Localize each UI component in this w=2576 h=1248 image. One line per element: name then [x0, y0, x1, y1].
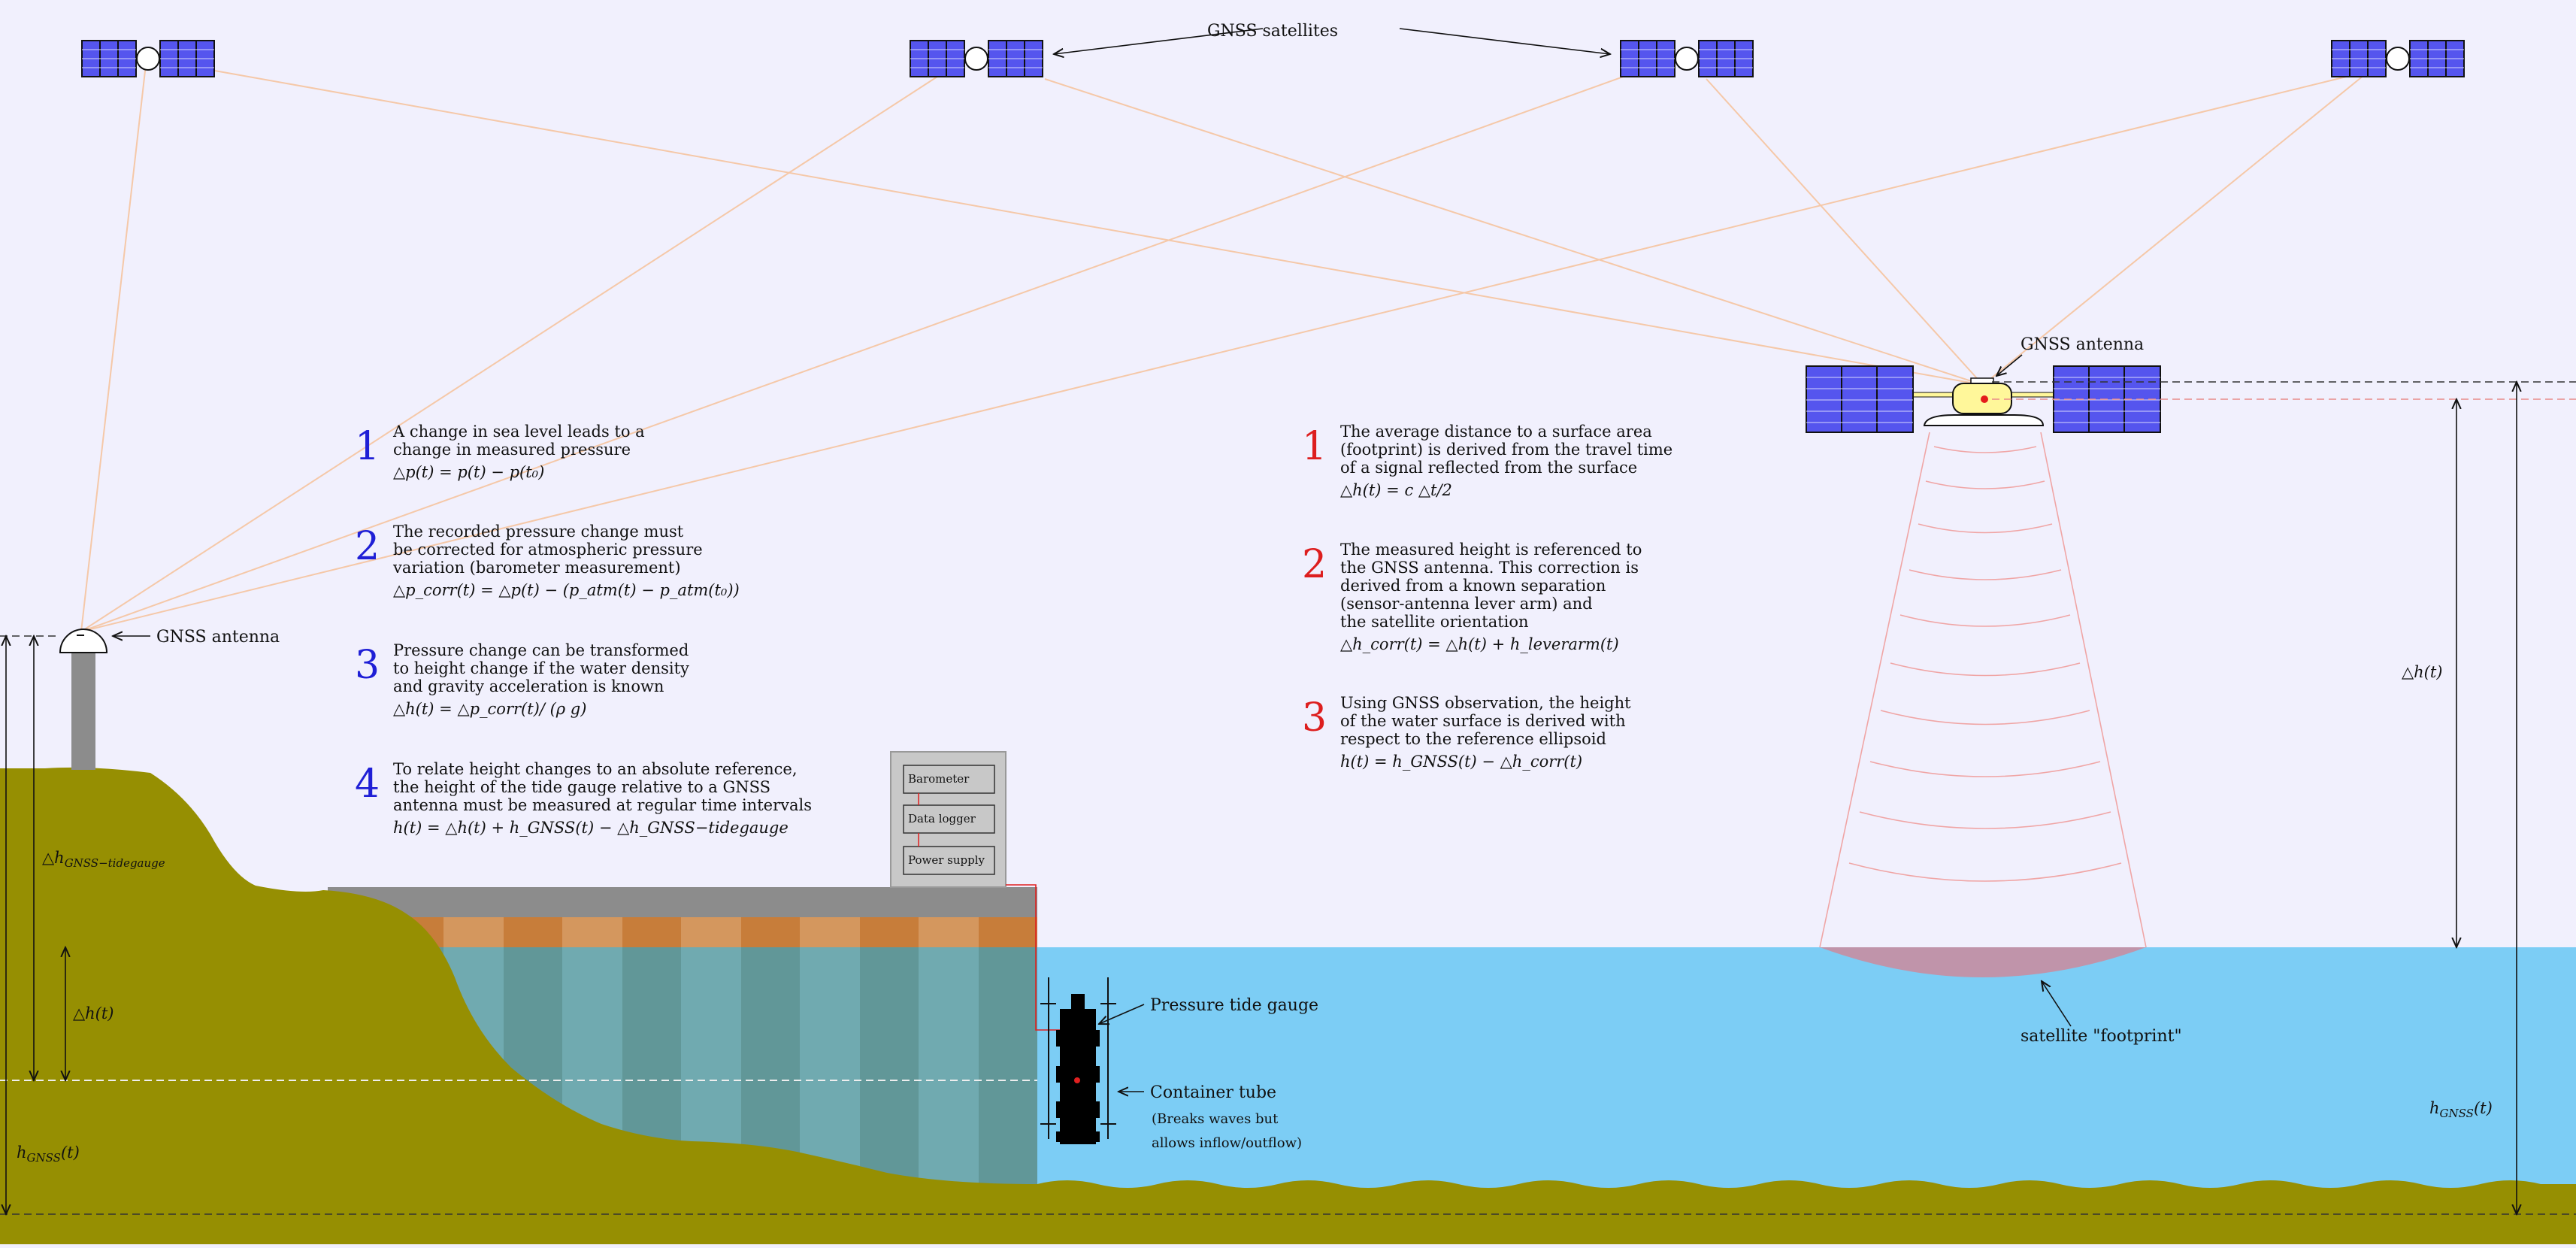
altimetry-satellite-icon [1806, 365, 2161, 433]
step-text-line: the GNSS antenna. This correction is [1340, 559, 1639, 577]
h-gnss-right-label: hGNSS(t) [2429, 1099, 2493, 1120]
tide-gauge-steps: 1 A change in sea level leads to achange … [355, 423, 812, 837]
step-number: 1 [1302, 424, 1327, 469]
step-text-line: and gravity acceleration is known [393, 677, 664, 695]
equipment-box [890, 751, 1067, 1031]
satellite-footprint-arrow [2042, 981, 2072, 1027]
dh-left-label: △h(t) [73, 1004, 114, 1022]
step-text-line: the height of the tide gauge relative to… [393, 778, 770, 796]
gnss-antenna-sat-arrow [1996, 354, 2023, 376]
step-equation: h(t) = h_GNSS(t) − △h_corr(t) [1340, 753, 1582, 771]
gnss-satellites-arrow-left [1054, 28, 1264, 54]
step-number: 2 [1302, 542, 1327, 587]
step-text-line: A change in sea level leads to a [392, 423, 645, 441]
land-gnss-antenna-icon [59, 629, 108, 770]
step-text-line: The measured height is referenced to [1340, 541, 1642, 559]
container-note-line-2: allows inflow/outflow) [1152, 1135, 1302, 1151]
step-text-line: of the water surface is derived with [1340, 712, 1626, 730]
step-text-line: be corrected for atmospheric pressure [393, 541, 703, 559]
h-gnss-left-label: hGNSS(t) [17, 1143, 80, 1165]
pressure-tide-gauge-arrow [1099, 1004, 1145, 1024]
step-text-line: (footprint) is derived from the travel t… [1340, 441, 1672, 459]
step-text-line: derived from a known separation [1340, 577, 1606, 595]
coastline-land [0, 767, 1037, 1244]
dh-gnss-tidegauge-label: △hGNSS−tidegauge [42, 849, 165, 870]
radar-beam-cone [1819, 432, 2147, 948]
step-text-line: The recorded pressure change must [393, 523, 684, 541]
gnss-satellites-arrow-right [1399, 28, 1610, 54]
satellite-footprint-area [1820, 947, 2146, 977]
step-text-line: To relate height changes to an absolute … [393, 760, 798, 778]
step-equation: h(t) = △h(t) + h_GNSS(t) − △h_GNSS−tideg… [393, 819, 789, 837]
step-number: 2 [355, 524, 380, 569]
data-logger-label: Data logger [908, 812, 976, 825]
step-text-line: Pressure change can be transformed [393, 641, 689, 659]
gnss-satellites-label: GNSS satellites [1207, 22, 1338, 41]
step-text-line: of a signal reflected from the surface [1340, 459, 1637, 477]
step-equation: △h_corr(t) = △h(t) + h_leverarm(t) [1340, 635, 1619, 653]
container-tube-label: Container tube [1150, 1083, 1276, 1102]
step-text-line: variation (barometer measurement) [392, 559, 681, 577]
seabed [1037, 1180, 2576, 1244]
step-number: 4 [355, 762, 380, 807]
gnss-antenna-land-label: GNSS antenna [156, 628, 280, 647]
step-text-line: respect to the reference ellipsoid [1340, 730, 1606, 748]
step-equation: △p(t) = p(t) − p(t₀) [393, 463, 544, 481]
step-number: 1 [355, 424, 380, 469]
pressure-tide-gauge-icon [1040, 977, 1116, 1144]
step-text-line: The average distance to a surface area [1340, 423, 1652, 441]
step-text-line: antenna must be measured at regular time… [393, 796, 812, 814]
container-note-line-1: (Breaks waves but [1152, 1111, 1279, 1127]
step-text-line: change in measured pressure [393, 441, 631, 459]
step-text-line: (sensor-antenna lever arm) and [1340, 595, 1593, 613]
step-text-line: the satellite orientation [1340, 613, 1529, 631]
dh-right-label: △h(t) [2402, 663, 2443, 681]
satellite-footprint-label: satellite "footprint" [2021, 1027, 2182, 1046]
power-supply-label: Power supply [908, 853, 985, 867]
step-text-line: to height change if the water density [393, 659, 689, 677]
step-equation: △p_corr(t) = △p(t) − (p_atm(t) − p_atm(t… [393, 581, 740, 599]
pressure-tide-gauge-label: Pressure tide gauge [1150, 996, 1318, 1015]
step-number: 3 [355, 643, 380, 688]
step-equation: △h(t) = △p_corr(t)/ (ρ g) [393, 700, 586, 718]
barometer-label: Barometer [908, 772, 970, 786]
gnss-signal-lines [80, 57, 2369, 632]
step-number: 3 [1302, 695, 1327, 741]
step-equation: △h(t) = c △t/2 [1340, 481, 1452, 499]
step-text-line: Using GNSS observation, the height [1340, 694, 1631, 712]
gnss-antenna-sat-label: GNSS antenna [2021, 335, 2144, 354]
